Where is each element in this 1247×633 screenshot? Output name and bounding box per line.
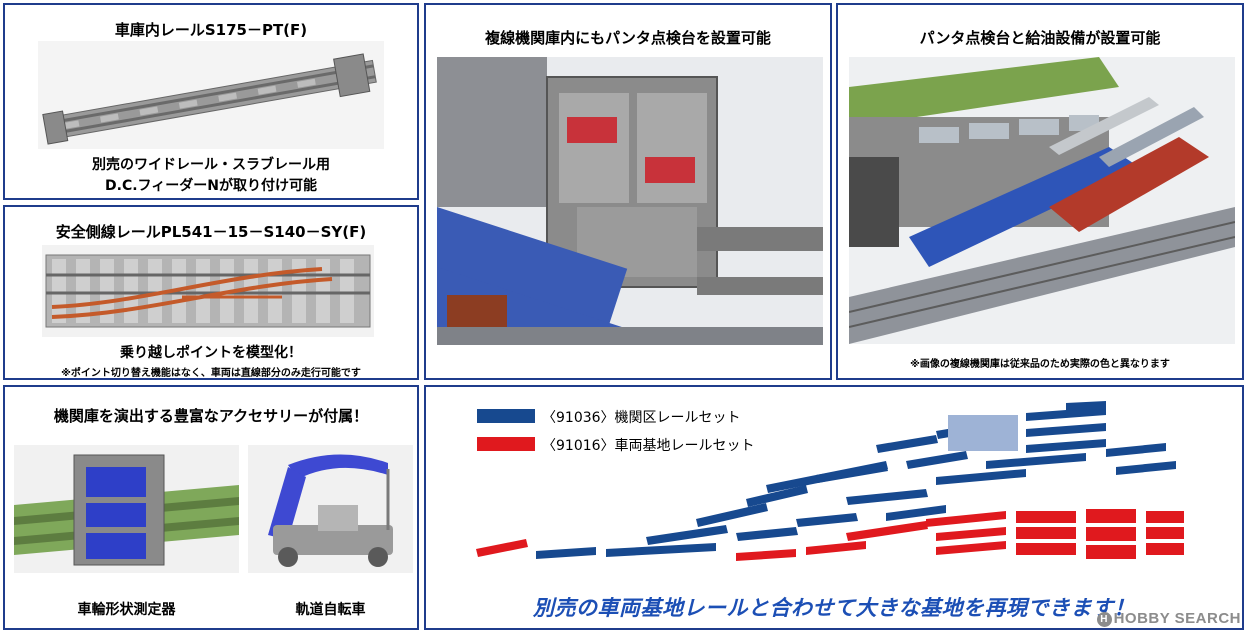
rail-bicycle-image <box>248 445 413 573</box>
panel-title: 車庫内レールS175－PT(F) <box>114 21 308 39</box>
panel-panta-fuel: パンタ点検台と給油設備が設置可能 ※画像の複線機関庫は従来品のため実際の色と異な… <box>836 3 1244 380</box>
layout-tagline: 別売の車両基地レールと合わせて大きな基地を再現できます！ <box>533 596 1135 620</box>
panel-title: パンタ点検台と給油設備が設置可能 <box>919 29 1161 47</box>
double-shed-photo <box>437 57 823 345</box>
layout-diagram <box>466 401 1198 583</box>
panel-caption-line2: D.C.フィーダーNが取り付け可能 <box>105 178 317 194</box>
panel-rail-pl541: 安全側線レールPL541－15－S140－SY(F) 乗り越しポイントを模型化！… <box>3 205 419 380</box>
panel-title: 機関庫を演出する豊富なアクセサリーが付属！ <box>53 407 369 425</box>
item1-label: 車輪形状測定器 <box>77 602 176 618</box>
panel-layout: 〈91036〉機関区レールセット 〈91016〉車両基地レールセット 別売の車両… <box>424 385 1244 630</box>
legend-label-91016: 〈91016〉車両基地レールセット <box>542 438 755 454</box>
panel-rail-s175: 車庫内レールS175－PT(F) 別売のワイドレール・スラブレール用 D.C.フ… <box>3 3 419 200</box>
panel-title: 安全側線レールPL541－15－S140－SY(F) <box>55 223 367 241</box>
wheel-gauge-image <box>14 445 239 573</box>
panel-accessories: 機関庫を演出する豊富なアクセサリーが付属！ 車輪形状測定器 軌道自転車 <box>3 385 419 630</box>
hobby-search-logo-icon: H <box>1096 612 1112 627</box>
panel-caption-line1: 別売のワイドレール・スラブレール用 <box>92 157 330 173</box>
panta-fuel-photo <box>849 57 1235 344</box>
rail-pl541-image <box>42 245 374 337</box>
rail-s175-image <box>38 41 384 149</box>
legend-swatch-91036 <box>477 409 535 423</box>
legend-swatch-91016 <box>477 437 535 451</box>
item2-label: 軌道自転車 <box>295 602 366 618</box>
panel-note: ※画像の複線機関庫は従来品のため実際の色と異なります <box>910 359 1170 370</box>
panel-note: ※ポイント切り替え機能はなく、車両は直線部分のみ走行可能です <box>61 368 361 379</box>
legend-label-91036: 〈91036〉機関区レールセット <box>542 410 741 426</box>
panel-caption: 乗り越しポイントを模型化！ <box>120 345 302 361</box>
panel-title: 複線機関庫内にもパンタ点検台を設置可能 <box>485 29 771 47</box>
panel-double-shed: 複線機関庫内にもパンタ点検台を設置可能 <box>424 3 832 380</box>
watermark-text: HOBBY SEARCH <box>1113 610 1241 627</box>
